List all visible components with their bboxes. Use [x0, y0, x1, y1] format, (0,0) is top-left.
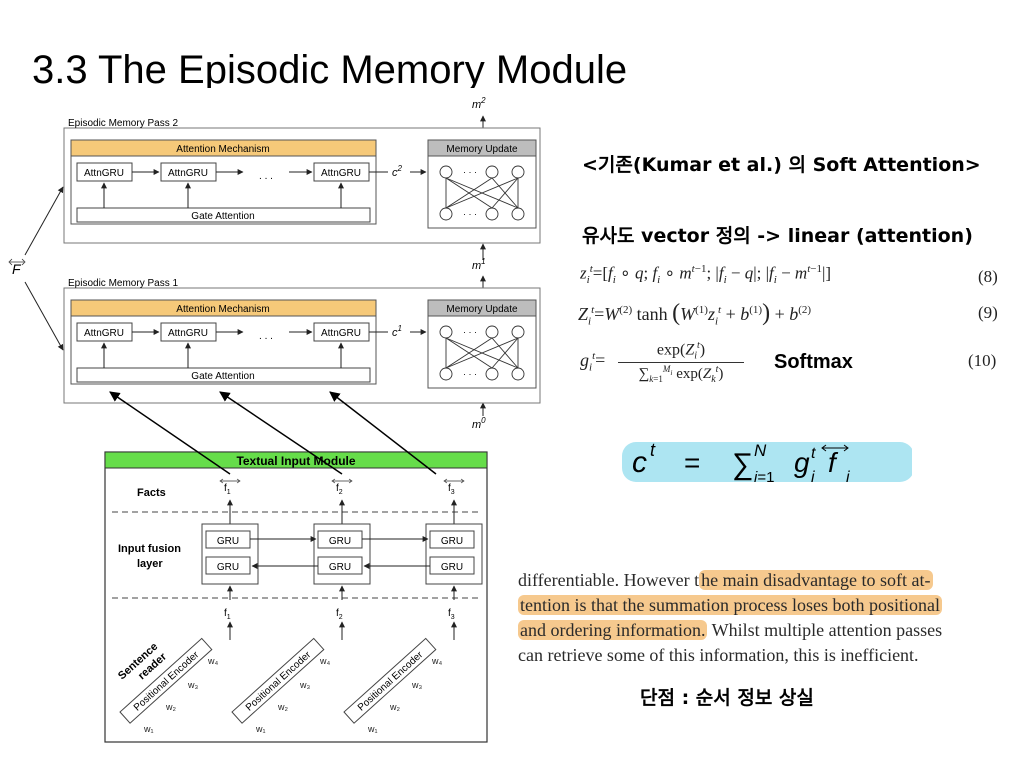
svg-text:w₂: w₂ — [389, 702, 400, 712]
svg-text:i: i — [846, 469, 850, 486]
equation-10-lhs: git= — [580, 350, 606, 374]
svg-text:· · ·: · · · — [463, 209, 477, 219]
equation-10-denominator: ∑k=1Mi exp(Zkt) — [638, 364, 724, 385]
svg-text:· · ·: · · · — [463, 327, 477, 337]
svg-text:f1: f1 — [224, 608, 231, 621]
dmn-diagram: m2 m1 m0 F Episodic Memory Pass 2 Attent… — [8, 96, 541, 743]
svg-text:w₂: w₂ — [277, 702, 288, 712]
svg-text:AttnGRU: AttnGRU — [84, 168, 124, 179]
svg-text:w₁: w₁ — [367, 724, 378, 734]
svg-text:AttnGRU: AttnGRU — [168, 328, 208, 339]
svg-text:∑: ∑ — [732, 448, 753, 481]
excerpt-line-2: tention is that the summation process lo… — [518, 595, 942, 615]
kumar-soft-attention-note: <기존(Kumar et al.) 의 Soft Attention> — [582, 154, 981, 176]
svg-text:Attention Mechanism: Attention Mechanism — [176, 304, 269, 315]
svg-text:GRU: GRU — [329, 562, 351, 573]
svg-text:AttnGRU: AttnGRU — [321, 168, 361, 179]
svg-text:· · ·: · · · — [463, 167, 477, 177]
m1-label: m1 — [472, 257, 486, 272]
svg-text:w₄: w₄ — [207, 656, 218, 666]
svg-text:AttnGRU: AttnGRU — [84, 328, 124, 339]
svg-text:t: t — [650, 440, 656, 460]
memory-pass-2: Episodic Memory Pass 2 Attention Mechani… — [63, 118, 541, 244]
f-label: F — [12, 261, 22, 277]
svg-text:f: f — [828, 447, 839, 478]
svg-text:GRU: GRU — [217, 536, 239, 547]
svg-text:w₄: w₄ — [319, 656, 330, 666]
similarity-vector-note: 유사도 vector 정의 -> linear (attention) — [582, 225, 973, 247]
svg-text:f2: f2 — [336, 608, 343, 621]
svg-text:c1: c1 — [392, 324, 402, 339]
svg-text:Facts: Facts — [137, 487, 166, 499]
svg-text:AttnGRU: AttnGRU — [321, 328, 361, 339]
svg-text:Input fusion: Input fusion — [118, 543, 181, 555]
memory-pass-1: Episodic Memory Pass 1 Attention Mechani… — [63, 278, 541, 404]
svg-text:AttnGRU: AttnGRU — [168, 168, 208, 179]
svg-text:w₁: w₁ — [143, 724, 154, 734]
svg-text:w₁: w₁ — [255, 724, 266, 734]
svg-text:N: N — [754, 441, 767, 460]
svg-text:g: g — [794, 447, 810, 478]
svg-text:f3: f3 — [448, 483, 455, 496]
m0-label: m0 — [472, 416, 486, 431]
svg-text:Episodic Memory Pass 2: Episodic Memory Pass 2 — [68, 118, 178, 129]
svg-text:i: i — [811, 469, 815, 486]
equation-9: Zit=W(2) tanh (W(1)zit + b(1)) + b(2) — [578, 300, 812, 328]
context-vector-formula: c t = ∑ N i=1 g t i f i — [622, 440, 912, 486]
svg-text:w₃: w₃ — [299, 680, 310, 690]
svg-text:. . .: . . . — [259, 331, 273, 342]
svg-text:GRU: GRU — [217, 562, 239, 573]
svg-text:· · ·: · · · — [463, 369, 477, 379]
svg-text:GRU: GRU — [329, 536, 351, 547]
svg-text:GRU: GRU — [441, 562, 463, 573]
svg-text:Memory Update: Memory Update — [446, 144, 518, 155]
softmax-label: Softmax — [774, 351, 853, 373]
svg-text:w₃: w₃ — [187, 680, 198, 690]
svg-text:i=1: i=1 — [754, 469, 774, 486]
svg-text:f3: f3 — [448, 608, 455, 621]
svg-text:Episodic Memory Pass 1: Episodic Memory Pass 1 — [68, 278, 178, 289]
svg-text:Gate Attention: Gate Attention — [191, 211, 254, 222]
svg-text:w₄: w₄ — [431, 656, 442, 666]
equation-8-number: (8) — [978, 267, 998, 286]
excerpt-line-4: can retrieve some of this information, t… — [518, 645, 919, 665]
svg-text:Gate Attention: Gate Attention — [191, 371, 254, 382]
svg-text:. . .: . . . — [259, 171, 273, 182]
equation-10-number: (10) — [968, 351, 997, 370]
svg-text:w₂: w₂ — [165, 702, 176, 712]
svg-text:c2: c2 — [392, 164, 403, 179]
svg-text:Textual Input Module: Textual Input Module — [236, 454, 355, 468]
equation-10-numerator: exp(Zit) — [618, 340, 744, 363]
svg-text:=: = — [684, 447, 700, 478]
svg-text:t: t — [811, 445, 816, 462]
svg-text:c: c — [632, 446, 647, 479]
svg-text:f2: f2 — [336, 483, 343, 496]
svg-text:f1: f1 — [224, 483, 231, 496]
textual-input-module: Textual Input Module Facts Input fusion … — [104, 451, 488, 743]
slide-title: 3.3 The Episodic Memory Module — [32, 48, 628, 88]
svg-text:GRU: GRU — [441, 536, 463, 547]
m2-label: m2 — [472, 96, 486, 111]
svg-text:layer: layer — [137, 558, 163, 570]
svg-text:w₃: w₃ — [411, 680, 422, 690]
drawback-note: 단점 : 순서 정보 상실 — [640, 687, 814, 709]
equation-8: zit=[fi ∘ q; fi ∘ mt−1; |fi − q|; |fi − … — [580, 263, 832, 287]
svg-text:Memory Update: Memory Update — [446, 304, 518, 315]
equation-9-number: (9) — [978, 303, 998, 322]
excerpt-line-3: and ordering information. Whilst multipl… — [518, 620, 943, 640]
svg-text:Attention Mechanism: Attention Mechanism — [176, 144, 269, 155]
